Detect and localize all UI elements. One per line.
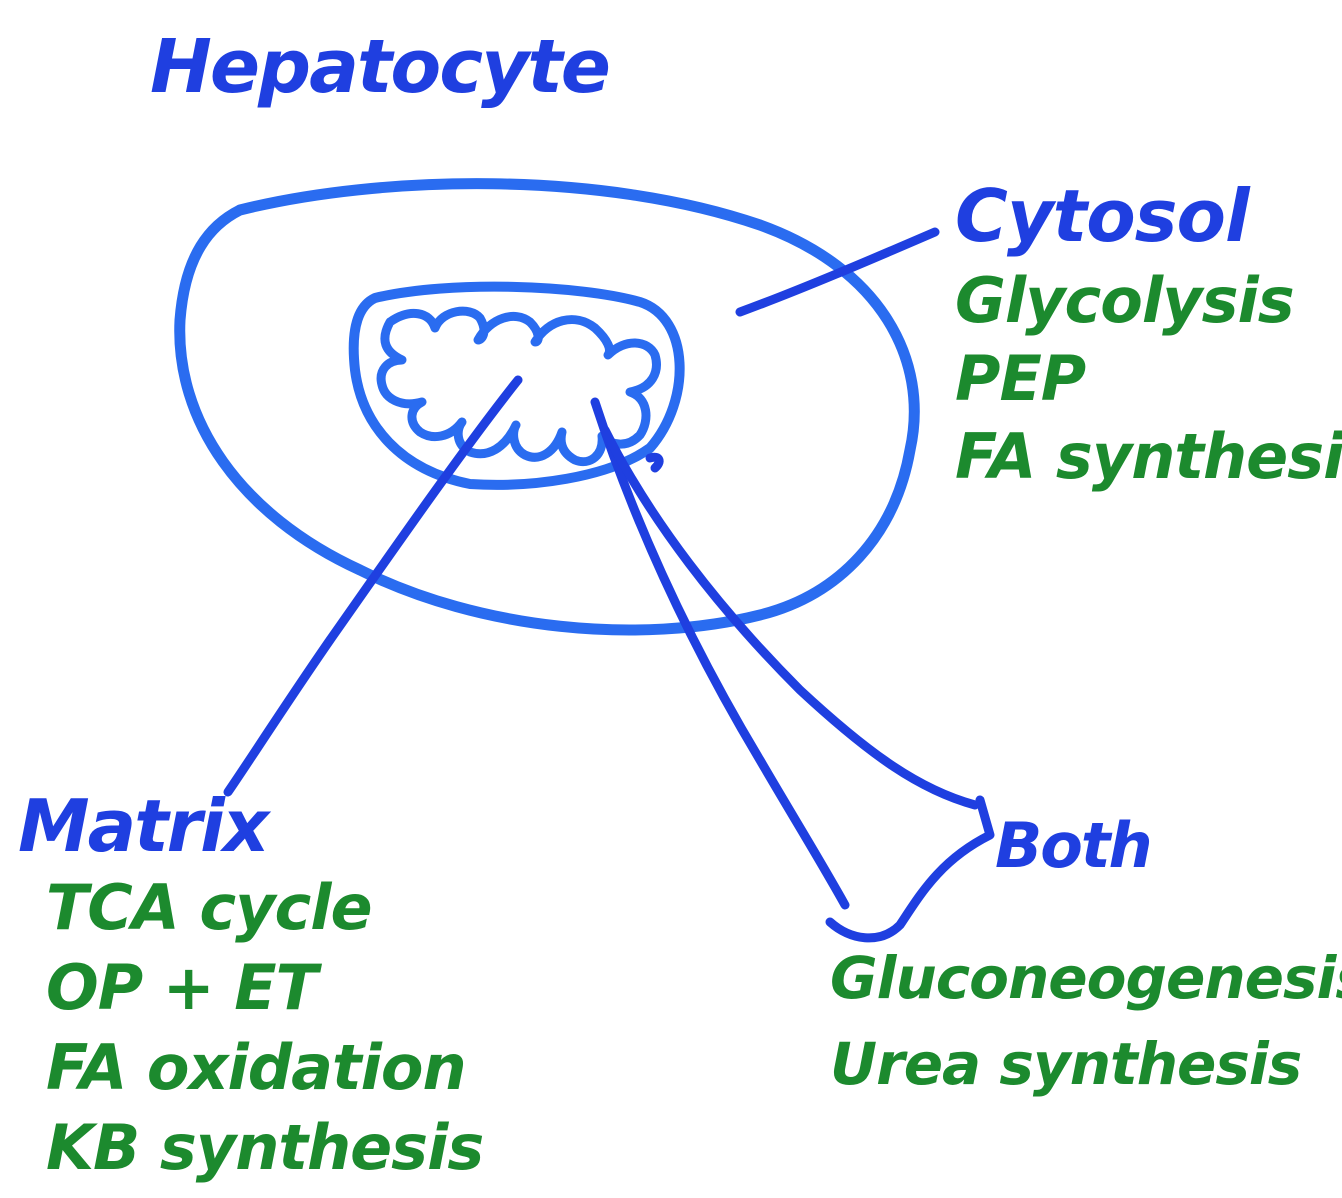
cytosol-pointer-line [740,232,935,312]
cell-membrane [180,184,915,630]
matrix-process-list: TCA cycle OP + ET FA oxidation KB synthe… [46,868,483,1188]
both-pointer-line-b [605,430,975,805]
both-bracket-tip [650,457,659,468]
list-item: FA oxidation [46,1028,483,1108]
list-item: TCA cycle [46,868,483,948]
list-item: PEP [955,340,1342,418]
list-item: FA synthesis [955,418,1342,496]
list-item: Gluconeogenesis [830,935,1342,1021]
both-heading: Both [995,815,1342,877]
matrix-heading: Matrix [18,790,483,862]
both-process-list: Gluconeogenesis Urea synthesis [830,935,1342,1107]
list-item: KB synthesis [46,1108,483,1188]
list-item: Glycolysis [955,262,1342,340]
matrix-pointer-line [228,380,518,792]
list-item: Urea synthesis [830,1021,1342,1107]
diagram-title: Hepatocyte [150,30,609,104]
both-annotation: Both Gluconeogenesis Urea synthesis [830,815,1342,1107]
mitochondrion-cristae [381,311,656,462]
list-item: OP + ET [46,948,483,1028]
cytosol-process-list: Glycolysis PEP FA synthesis [955,262,1342,496]
cytosol-annotation: Cytosol Glycolysis PEP FA synthesis [955,180,1342,496]
matrix-annotation: Matrix TCA cycle OP + ET FA oxidation KB… [18,790,483,1188]
cytosol-heading: Cytosol [955,180,1342,252]
